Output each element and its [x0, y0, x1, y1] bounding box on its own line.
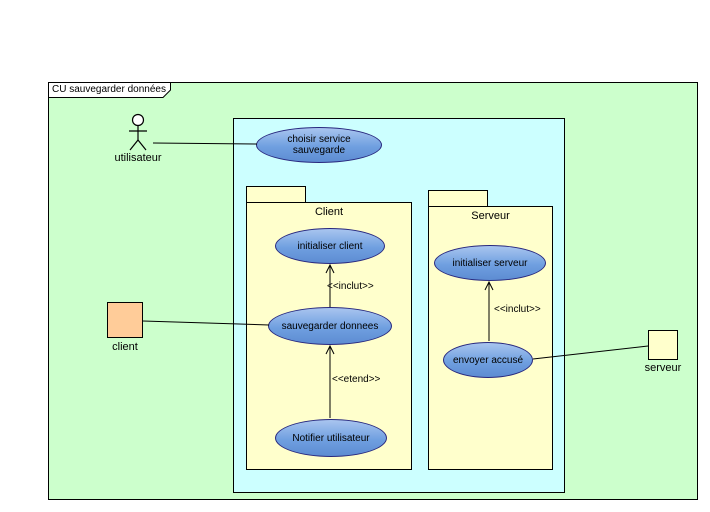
actor-utilisateur-label: utilisateur	[114, 152, 162, 164]
usecase-sauvegarder-donnees[interactable]: sauvegarder donnees	[268, 307, 392, 345]
usecase-choisir-service-sauvegarde[interactable]: choisir service sauvegarde	[256, 127, 382, 163]
package-serveur-label: Serveur	[471, 210, 510, 222]
stereotype-inclut-serveur: <<inclut>>	[494, 304, 541, 315]
node-serveur[interactable]	[648, 330, 678, 360]
stereotype-etend: <<etend>>	[332, 374, 381, 385]
frame-title: CU sauvegarder données	[52, 84, 166, 95]
usecase-initialiser-client[interactable]: initialiser client	[275, 228, 385, 264]
node-client[interactable]	[107, 302, 143, 338]
usecase-notifier-utilisateur[interactable]: Notifier utilisateur	[275, 419, 387, 457]
package-client-tab	[246, 186, 306, 203]
node-serveur-label: serveur	[644, 362, 682, 374]
node-client-label: client	[112, 341, 138, 353]
usecase-initialiser-serveur[interactable]: initialiser serveur	[434, 245, 546, 281]
package-client-label: Client	[314, 206, 344, 218]
package-serveur-tab	[428, 190, 488, 207]
package-serveur[interactable]: Serveur	[428, 190, 553, 470]
usecase-envoyer-accuse[interactable]: envoyer accusé	[443, 342, 533, 378]
stereotype-inclut-client: <<inclut>>	[327, 281, 374, 292]
